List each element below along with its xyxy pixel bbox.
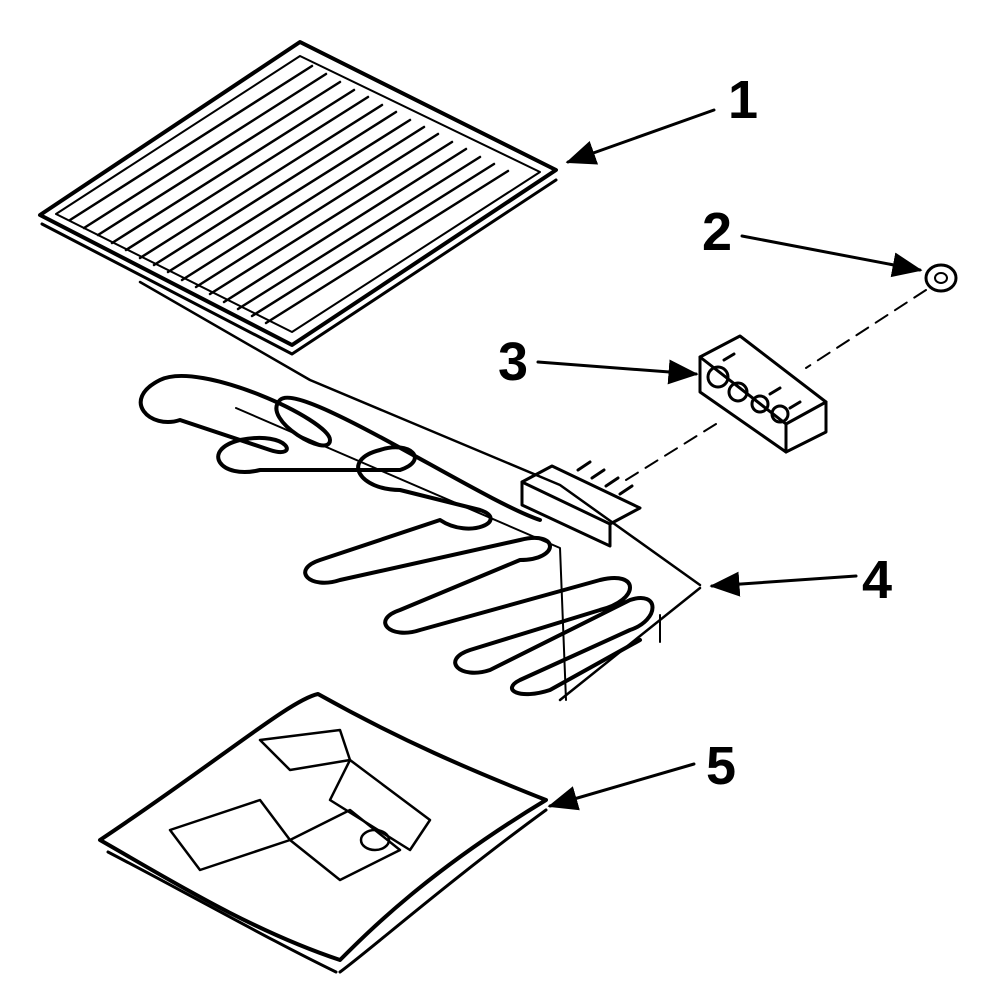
callout-labels: 1 2 3 4 5 bbox=[498, 70, 892, 796]
callout-5: 5 bbox=[706, 736, 736, 796]
callout-4: 4 bbox=[862, 550, 892, 610]
leader-arrows bbox=[536, 108, 923, 811]
part-2-screw bbox=[924, 263, 958, 293]
callout-1: 1 bbox=[728, 70, 758, 130]
callout-2: 2 bbox=[702, 202, 732, 262]
callout-3: 3 bbox=[498, 332, 528, 392]
part-3-terminal-block bbox=[698, 334, 828, 454]
part-5-drip-tray bbox=[98, 692, 548, 974]
part-4-heating-element bbox=[138, 280, 702, 702]
assembly-lines bbox=[625, 289, 927, 481]
part-1-broiler-grid bbox=[38, 40, 558, 356]
